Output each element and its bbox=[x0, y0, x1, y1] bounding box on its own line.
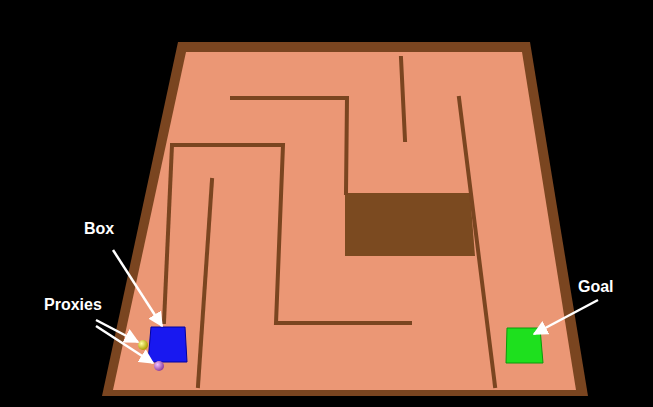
outer-wall bbox=[102, 42, 588, 396]
proxy-sphere bbox=[154, 361, 164, 371]
callout-label: Goal bbox=[578, 278, 614, 296]
dark-block bbox=[345, 193, 475, 256]
maze-walls bbox=[164, 58, 495, 386]
callout-label: Box bbox=[84, 220, 114, 238]
maze-floor bbox=[113, 52, 576, 390]
proxy-sphere bbox=[138, 340, 148, 350]
leader-arrows bbox=[96, 250, 598, 363]
callout-label: Proxies bbox=[44, 296, 102, 314]
blue-box bbox=[148, 327, 187, 362]
